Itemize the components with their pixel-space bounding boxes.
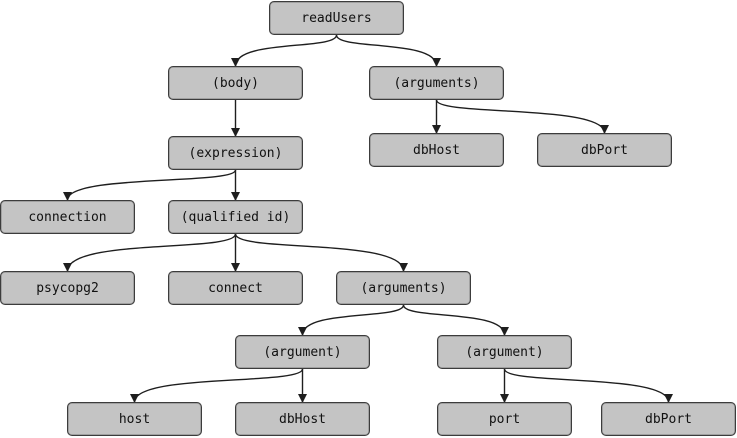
- edge-argument1-to-host: [130, 368, 304, 403]
- node-dbport: dbPort: [537, 133, 672, 167]
- edge-readUsers-to-arguments1: [335, 34, 441, 67]
- node-arguments: (arguments): [336, 271, 471, 305]
- node-host: host: [67, 402, 202, 436]
- edge-qualifiedId-to-psycopg2: [63, 233, 237, 272]
- edge-argument2-to-dbPort2: [503, 368, 673, 403]
- node-port: port: [437, 402, 572, 436]
- node-dbhost: dbHost: [235, 402, 370, 436]
- node-psycopg2: psycopg2: [0, 271, 135, 305]
- edge-arguments2-to-argument2: [402, 304, 509, 336]
- node-dbhost: dbHost: [369, 133, 504, 167]
- node-arguments: (arguments): [369, 66, 504, 100]
- node-connect: connect: [168, 271, 303, 305]
- edge-expression-to-connection: [63, 169, 237, 201]
- edge-arguments2-to-argument1: [298, 304, 405, 336]
- node-argument: (argument): [437, 335, 572, 369]
- node-dbport: dbPort: [601, 402, 736, 436]
- node-qualified-id: (qualified id): [168, 200, 303, 234]
- edge-arguments1-to-dbPort1: [435, 99, 609, 134]
- node-connection: connection: [0, 200, 135, 234]
- node-readusers: readUsers: [269, 1, 404, 35]
- node-expression: (expression): [168, 136, 303, 170]
- edge-readUsers-to-body: [231, 34, 338, 67]
- edge-qualifiedId-to-arguments2: [234, 233, 408, 272]
- node-argument: (argument): [235, 335, 370, 369]
- node-body: (body): [168, 66, 303, 100]
